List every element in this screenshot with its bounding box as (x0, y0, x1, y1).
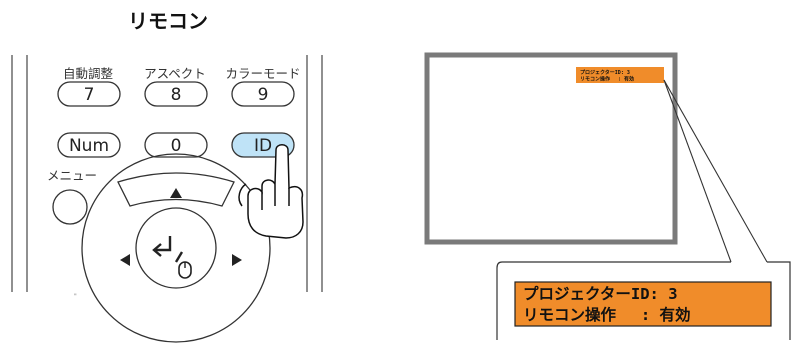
right-arrow-icon (232, 254, 242, 266)
left-arrow-icon (120, 254, 130, 266)
osd-line1: プロジェクターID: 3 (523, 284, 678, 303)
button-7-caption: 自動調整 (63, 66, 114, 81)
callout-lines (663, 79, 768, 263)
button-9-label: 9 (258, 85, 269, 105)
osd-large (514, 281, 772, 327)
button-8[interactable]: 8 (144, 81, 208, 107)
num-button-label: Num (69, 136, 109, 156)
osd-mini (576, 67, 664, 83)
button-0[interactable]: 0 (144, 132, 208, 158)
button-0-label: 0 (171, 136, 182, 156)
button-9-caption: カラーモード (225, 66, 300, 81)
id-button-label: ID (254, 136, 272, 156)
osd-line2: リモコン操作 : 有効 (523, 305, 691, 324)
up-arrow-icon (170, 188, 182, 198)
pointing-hand-icon (238, 144, 304, 239)
num-button[interactable]: Num (57, 132, 121, 158)
nav-ring (81, 153, 271, 343)
enter-mouse-icon (152, 236, 192, 279)
osd-mini-line1: プロジェクターID: 3 (580, 69, 630, 76)
remote-body (11, 55, 323, 292)
menu-button[interactable] (52, 189, 88, 225)
callout-box (496, 261, 791, 340)
projection-screen (424, 52, 678, 245)
remote-title: リモコン (128, 9, 208, 33)
button-7[interactable]: 7 (57, 81, 121, 107)
menu-button-caption: メニュー (47, 168, 97, 183)
remote-dot: " (74, 293, 77, 300)
button-7-label: 7 (84, 85, 95, 105)
button-9[interactable]: 9 (231, 81, 295, 107)
button-8-label: 8 (171, 85, 182, 105)
button-8-caption: アスペクト (144, 66, 206, 81)
osd-mini-line2: リモコン操作 : 有効 (580, 76, 634, 83)
